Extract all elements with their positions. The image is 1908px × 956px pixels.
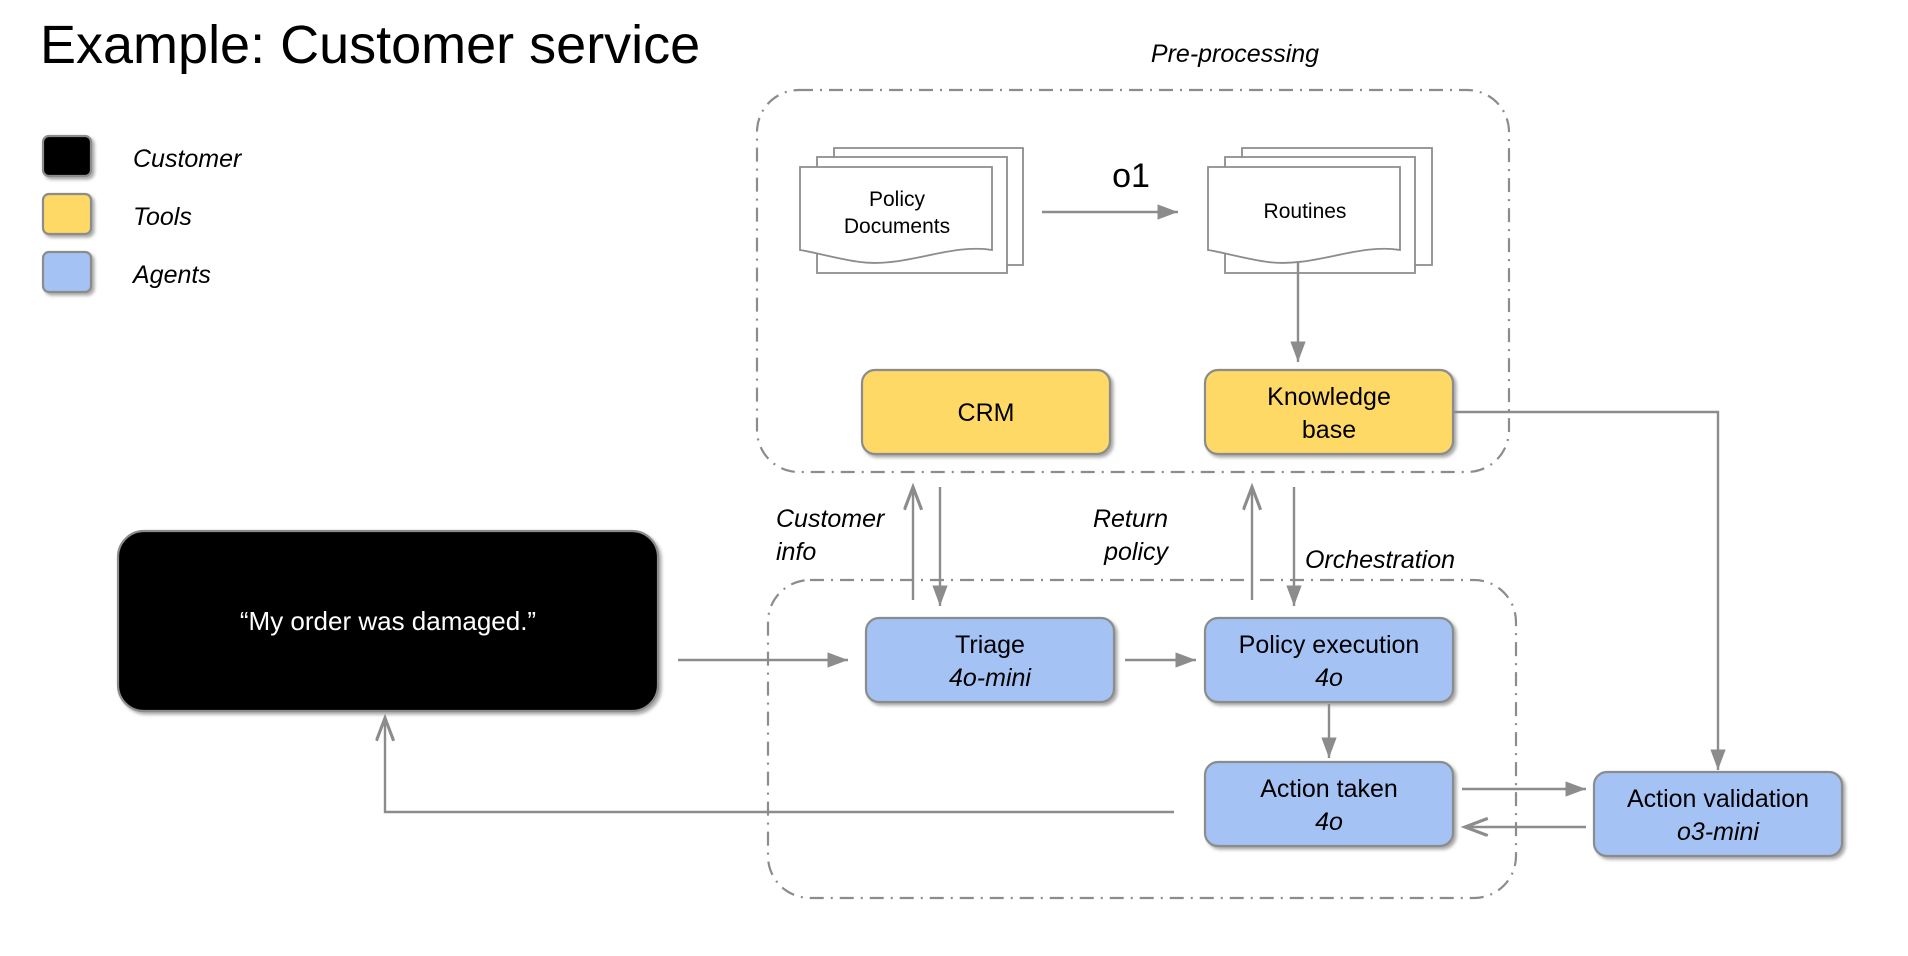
legend-label-customer: Customer bbox=[133, 145, 243, 173]
orchestration-container bbox=[766, 578, 1518, 900]
knowledge-base-label-line1: Knowledge bbox=[1267, 383, 1391, 411]
legend-label-agents: Agents bbox=[131, 261, 211, 289]
triage-name: Triage bbox=[955, 631, 1025, 659]
tool-crm[interactable]: CRM bbox=[860, 368, 1112, 456]
routines-label: Routines bbox=[1264, 200, 1347, 223]
policy-execution-box[interactable] bbox=[1203, 616, 1455, 704]
triage-box[interactable] bbox=[864, 616, 1116, 704]
legend-label-tools: Tools bbox=[133, 203, 192, 231]
tools-swatch bbox=[41, 192, 93, 236]
agent-action-taken[interactable]: Action taken 4o bbox=[1203, 760, 1455, 848]
agent-action-validation[interactable]: Action validation o3-mini bbox=[1592, 770, 1844, 858]
customer-message-box[interactable]: “My order was damaged.” bbox=[116, 529, 660, 713]
return-policy-label-line1: Return bbox=[1093, 505, 1168, 533]
edge-knowledge-base-to-action-validation bbox=[1453, 410, 1726, 770]
action-validation-name: Action validation bbox=[1627, 785, 1809, 813]
policy-documents-label-line1: Policy bbox=[869, 188, 926, 211]
action-taken-model: 4o bbox=[1315, 808, 1343, 836]
crm-box[interactable] bbox=[860, 368, 1112, 456]
legend-item-tools: Tools bbox=[41, 192, 192, 236]
preprocessing-group-label: Pre-processing bbox=[1151, 40, 1319, 68]
policy-documents-stack: Policy Documents bbox=[799, 147, 1024, 274]
legend-item-customer: Customer bbox=[41, 134, 243, 178]
legend: Customer Tools Agents bbox=[41, 134, 243, 294]
policy-documents-front-sheet bbox=[799, 166, 993, 264]
orchestration-group-label: Orchestration bbox=[1305, 546, 1455, 574]
action-taken-name: Action taken bbox=[1260, 775, 1398, 803]
legend-item-agents: Agents bbox=[41, 250, 211, 294]
preprocessing-container bbox=[755, 88, 1511, 474]
page-title: Example: Customer service bbox=[40, 15, 700, 75]
customer-box[interactable] bbox=[116, 529, 660, 713]
policy-documents-label-line2: Documents bbox=[844, 215, 950, 238]
action-validation-box[interactable] bbox=[1592, 770, 1844, 858]
agents-swatch bbox=[41, 250, 93, 294]
edge-action-taken-to-customer-feedback bbox=[385, 718, 1174, 814]
policy-execution-name: Policy execution bbox=[1239, 631, 1420, 659]
routines-front-sheet bbox=[1207, 166, 1401, 264]
customer-swatch bbox=[41, 134, 93, 178]
knowledge-base-label-line2: base bbox=[1302, 416, 1356, 444]
customer-message-text: “My order was damaged.” bbox=[240, 606, 536, 636]
tool-knowledge-base[interactable]: Knowledge base bbox=[1203, 368, 1455, 456]
agent-triage[interactable]: Triage 4o-mini bbox=[864, 616, 1116, 704]
routines-stack: Routines bbox=[1207, 147, 1433, 274]
customer-info-label-line1: Customer bbox=[776, 505, 886, 533]
policy-execution-model: 4o bbox=[1315, 664, 1343, 692]
crm-label: CRM bbox=[958, 399, 1015, 427]
action-taken-box[interactable] bbox=[1203, 760, 1455, 848]
agent-policy-execution[interactable]: Policy execution 4o bbox=[1203, 616, 1455, 704]
triage-model: 4o-mini bbox=[949, 664, 1032, 692]
return-policy-label-line2: policy bbox=[1103, 538, 1169, 566]
action-validation-model: o3-mini bbox=[1677, 818, 1760, 846]
customer-info-label-line2: info bbox=[776, 538, 816, 566]
o1-model-label: o1 bbox=[1112, 157, 1150, 195]
